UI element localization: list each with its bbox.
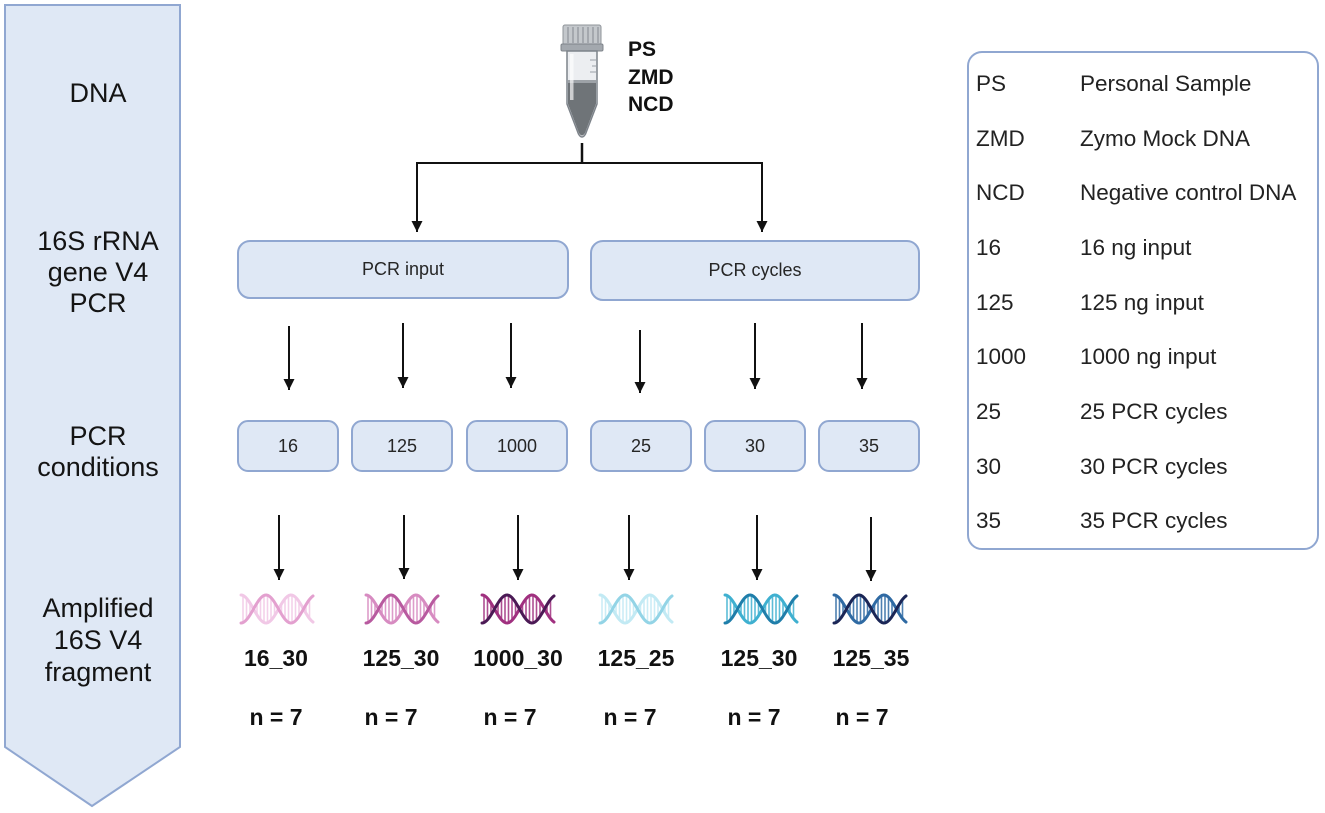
- legend-abbreviation: 1000: [976, 344, 1027, 369]
- condition-label: 35: [858, 435, 880, 456]
- condition-box-30: [704, 420, 806, 472]
- dna-strand-front: [723, 593, 799, 625]
- legend-abbreviation: ZMD: [976, 126, 1025, 151]
- sample-count: n = 7: [249, 704, 303, 730]
- condition-label: 25: [630, 435, 652, 456]
- stage-label-dna: DNA: [8, 78, 188, 109]
- legend-meaning: 125 ng input: [1080, 290, 1204, 315]
- legend-meaning: 35 PCR cycles: [1080, 508, 1228, 533]
- dna-helix-icon: [598, 593, 674, 625]
- legend-abbreviation: NCD: [976, 180, 1025, 205]
- dna-strand-front: [239, 593, 315, 625]
- sample-name: NCD: [628, 93, 674, 116]
- condition-box-1000: [466, 420, 568, 472]
- stage-label-conditions: PCR conditions: [8, 421, 188, 483]
- stage-label-pcr: 16S rRNA gene V4 PCR: [8, 226, 188, 319]
- stage-label-line: Amplified: [42, 593, 154, 623]
- pcr-cycles-box: [590, 240, 920, 301]
- fragment-label: 125_30: [720, 645, 798, 671]
- condition-box-125: [351, 420, 453, 472]
- stage-banner-arrow: [4, 4, 181, 808]
- condition-label: 125: [386, 435, 418, 456]
- legend-meaning: Negative control DNA: [1080, 180, 1297, 205]
- legend-abbreviation: 30: [976, 454, 1002, 479]
- sample-count: n = 7: [364, 704, 418, 730]
- pcr-input-box: [237, 240, 569, 299]
- sample-count: n = 7: [727, 704, 781, 730]
- pcr-cycles-label: PCR cycles: [708, 260, 802, 280]
- fragment-label: 125_30: [362, 645, 440, 671]
- sample-count: n = 7: [835, 704, 889, 730]
- legend-abbreviation: 35: [976, 508, 1002, 533]
- legend-meaning: 16 ng input: [1080, 235, 1192, 260]
- stage-label-line: 16S rRNA: [37, 226, 159, 256]
- legend-abbreviation: PS: [976, 71, 1007, 96]
- stage-label-line: 16S V4: [53, 625, 143, 655]
- stage-label-line: DNA: [69, 78, 127, 108]
- condition-label: 16: [277, 435, 299, 456]
- dna-helix-icon: [480, 593, 556, 625]
- fragment-label: 16_30: [244, 645, 308, 671]
- sample-name: PS: [628, 38, 657, 61]
- legend-abbreviation: 125: [976, 290, 1014, 315]
- dna-helix-icon: [723, 593, 799, 625]
- stage-label-line: conditions: [37, 452, 159, 482]
- fragment-label: 1000_30: [473, 645, 563, 671]
- dna-strand-front: [598, 593, 674, 625]
- stage-label-line: fragment: [44, 657, 152, 687]
- sample-name: ZMD: [628, 65, 674, 89]
- legend-meaning: 25 PCR cycles: [1080, 399, 1228, 424]
- dna-strand-front: [832, 593, 908, 625]
- stage-label-line: PCR: [69, 421, 127, 451]
- stage-label-fragment: Amplified 16S V4 fragment: [8, 592, 188, 688]
- stage-label-line: gene V4: [47, 257, 149, 287]
- legend-meaning: Zymo Mock DNA: [1080, 126, 1251, 151]
- dna-helix-icon: [364, 593, 440, 625]
- fragment-label: 125_25: [597, 645, 675, 671]
- legend-meaning: 1000 ng input: [1080, 344, 1217, 369]
- fragment-label: 125_35: [832, 645, 910, 671]
- legend-abbreviation: 16: [976, 235, 1002, 260]
- condition-label: 1000: [496, 435, 538, 456]
- dna-helix-icon: [239, 593, 315, 625]
- sample-count: n = 7: [603, 704, 657, 730]
- condition-box-35: [818, 420, 920, 472]
- pcr-input-label: PCR input: [361, 259, 445, 279]
- condition-box-16: [237, 420, 339, 472]
- legend-abbreviation: 25: [976, 399, 1002, 424]
- dna-strand-front: [364, 593, 440, 625]
- legend-box: [967, 51, 1319, 550]
- stage-label-line: PCR: [69, 288, 127, 318]
- legend-meaning: 30 PCR cycles: [1080, 454, 1228, 479]
- dna-strand-front: [480, 593, 556, 625]
- tube-icon: [560, 24, 604, 138]
- sample-count: n = 7: [483, 704, 537, 730]
- condition-box-25: [590, 420, 692, 472]
- condition-label: 30: [744, 435, 766, 456]
- legend-meaning: Personal Sample: [1080, 71, 1252, 96]
- sample-list: PS ZMD NCD: [628, 36, 674, 119]
- dna-helix-icon: [832, 593, 908, 625]
